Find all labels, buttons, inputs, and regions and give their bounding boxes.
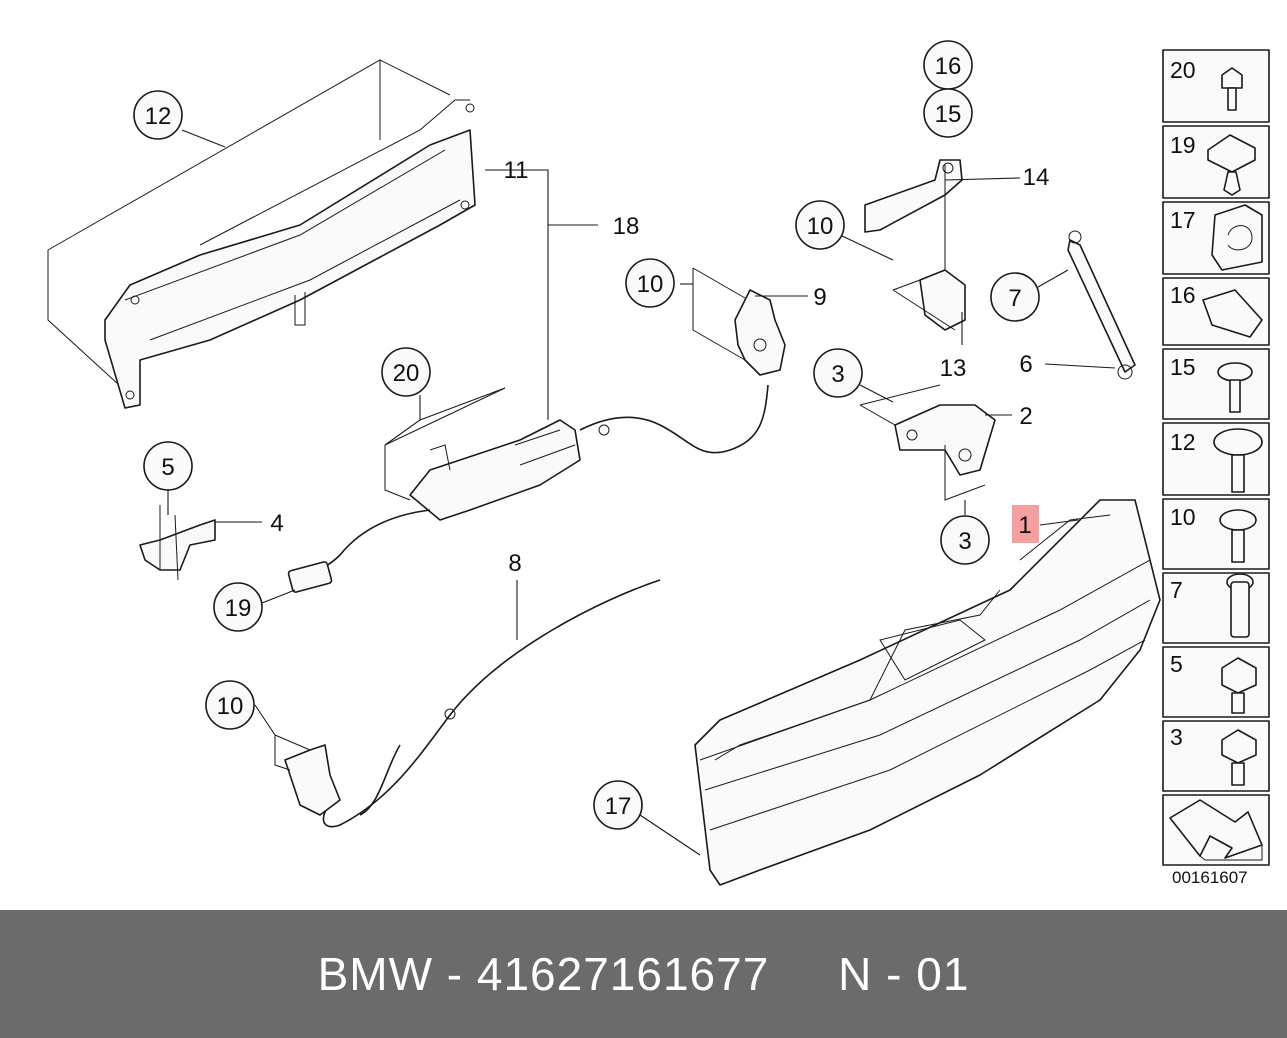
callout-15-label: 15	[935, 101, 962, 128]
pin-icon	[1226, 573, 1254, 638]
part-lock-actuator	[384, 387, 581, 521]
legend-label-15: 15	[1170, 354, 1196, 380]
callout-9-label[interactable]: 9	[813, 284, 826, 311]
leader-lines	[167, 88, 1116, 856]
part-gas-strut	[1067, 230, 1136, 380]
callout-3-upper[interactable]: 3	[813, 348, 863, 398]
callout-18-label[interactable]: 18	[613, 213, 640, 240]
callout-1-label: 1	[1018, 512, 1031, 539]
callout-14-label[interactable]: 14	[1023, 164, 1050, 191]
legend-label-20: 20	[1170, 57, 1196, 83]
part-latch-upper	[692, 267, 786, 376]
cap-icon	[1202, 289, 1263, 338]
legend-label-16: 16	[1170, 282, 1196, 308]
legend-cell-16[interactable]: 16	[1162, 277, 1270, 346]
callout-3b-label: 3	[958, 528, 971, 555]
legend-label-3: 3	[1170, 724, 1183, 750]
screw-icon	[1219, 509, 1257, 563]
parts-diagram: 12 11 18 10 9 20 5 4 19 8 10 17 16 15 14…	[47, 40, 1270, 886]
callout-20-label: 20	[393, 360, 420, 387]
part-bracket-small	[139, 505, 216, 581]
part-hinge-upper	[892, 165, 966, 331]
callout-19[interactable]: 19	[213, 582, 263, 632]
legend-cell-12[interactable]: 12	[1162, 422, 1270, 496]
legend-cell-20[interactable]: 20	[1162, 49, 1270, 123]
callout-6-label[interactable]: 6	[1019, 351, 1032, 378]
callout-17-label: 17	[605, 793, 632, 820]
legend-cell-15[interactable]: 15	[1162, 348, 1270, 420]
callout-10-upper[interactable]: 10	[625, 258, 675, 308]
callout-1-highlighted[interactable]: 1	[1012, 505, 1039, 543]
part-number-caption: BMW - 41627161677 N - 01	[317, 948, 970, 1000]
bolt-icon	[1221, 729, 1257, 786]
legend-cell-arrow[interactable]	[1162, 794, 1270, 866]
callout-16[interactable]: 16	[923, 40, 973, 90]
legend-cell-7[interactable]: 7	[1162, 572, 1270, 644]
callout-3-lower[interactable]: 3	[940, 515, 990, 565]
footer-bar: BMW - 41627161677 N - 01	[0, 910, 1287, 1038]
diagram-number: 00161607	[1172, 868, 1248, 887]
legend-label-17: 17	[1170, 207, 1196, 233]
bolt-icon	[1221, 657, 1257, 714]
callout-10b-label: 10	[807, 213, 834, 240]
part-hinge-lower	[859, 384, 996, 501]
part-handle	[864, 159, 963, 233]
direction-arrow-icon	[1169, 799, 1263, 861]
callout-1-highlight	[1012, 505, 1039, 543]
callout-5[interactable]: 5	[143, 441, 193, 491]
callout-10a-label: 10	[637, 271, 664, 298]
cover-cap-icon	[1211, 204, 1263, 271]
callout-10-lower[interactable]: 10	[205, 680, 255, 730]
callout-3a-label: 3	[831, 361, 844, 388]
callout-8-label[interactable]: 8	[508, 550, 521, 577]
part-bowden-cable	[579, 384, 769, 454]
legend-cell-19[interactable]: 19	[1162, 125, 1270, 199]
part-carrier-bracket	[47, 59, 476, 409]
callout-19-label: 19	[225, 595, 252, 622]
screw-icon	[1221, 67, 1243, 111]
callout-17[interactable]: 17	[593, 780, 643, 830]
callout-5-label: 5	[161, 454, 174, 481]
callout-2-label[interactable]: 2	[1019, 403, 1032, 430]
part-trunk-trim-panel	[694, 499, 1161, 886]
part-cable-lower	[322, 579, 661, 828]
part-connector-cable	[287, 509, 431, 593]
legend-cell-5[interactable]: 5	[1162, 646, 1270, 718]
legend-cell-10[interactable]: 10	[1162, 498, 1270, 570]
fastener-legend: 20 19 17 16 15 12 10 7 5 3	[1162, 49, 1270, 866]
callout-13-label[interactable]: 13	[940, 355, 967, 382]
legend-label-12: 12	[1170, 429, 1196, 455]
callout-11-label[interactable]: 11	[504, 157, 529, 184]
callout-10-mid[interactable]: 10	[795, 200, 845, 250]
callout-10c-label: 10	[217, 693, 244, 720]
callout-16-label: 16	[935, 53, 962, 80]
callout-4-label[interactable]: 4	[270, 510, 283, 537]
callout-7[interactable]: 7	[990, 272, 1040, 322]
callout-15[interactable]: 15	[923, 88, 973, 138]
legend-cell-3[interactable]: 3	[1162, 720, 1270, 792]
legend-cell-17[interactable]: 17	[1162, 201, 1270, 275]
legend-label-10: 10	[1170, 504, 1196, 530]
legend-label-19: 19	[1170, 132, 1196, 158]
callout-7-label: 7	[1008, 285, 1021, 312]
clip-icon	[1207, 134, 1256, 196]
legend-label-5: 5	[1170, 651, 1183, 677]
screw-icon	[1213, 428, 1263, 493]
legend-label-7: 7	[1170, 577, 1183, 603]
part-latch-lower	[274, 734, 341, 816]
callout-12-label: 12	[145, 103, 172, 130]
callout-12[interactable]: 12	[133, 90, 183, 140]
callout-20[interactable]: 20	[381, 347, 431, 397]
screw-icon	[1217, 362, 1253, 413]
